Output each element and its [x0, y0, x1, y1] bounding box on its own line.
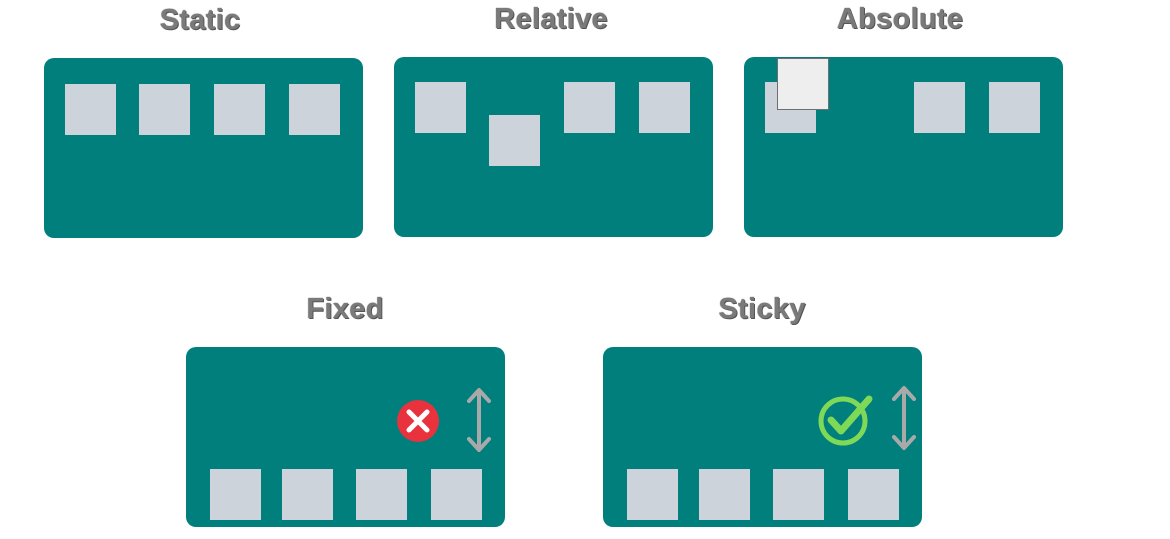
- box-1: [65, 84, 116, 135]
- panel-absolute: [744, 57, 1063, 237]
- box-3: [564, 82, 615, 133]
- panel-fixed: [186, 347, 505, 527]
- box-3: [214, 84, 265, 135]
- title-absolute: Absolute: [836, 3, 964, 35]
- box-absolute-positioned: [777, 58, 829, 110]
- title-static: Static: [159, 4, 241, 36]
- panel-relative: [394, 57, 713, 237]
- panel-sticky: [603, 347, 922, 527]
- title-sticky: Sticky: [718, 293, 806, 325]
- box-2: [699, 469, 750, 520]
- box-3: [773, 469, 824, 520]
- box-2: [282, 469, 333, 520]
- box-2: [139, 84, 190, 135]
- close-icon: [397, 400, 439, 442]
- panel-static: [44, 58, 363, 238]
- box-4: [848, 469, 899, 520]
- box-4: [639, 82, 690, 133]
- box-2-offset: [489, 115, 540, 166]
- box-1: [627, 469, 678, 520]
- box-3: [914, 82, 965, 133]
- box-4: [431, 469, 482, 520]
- title-fixed: Fixed: [306, 293, 384, 325]
- box-4: [989, 82, 1040, 133]
- box-4: [289, 84, 340, 135]
- vertical-arrows-icon: [892, 386, 916, 450]
- check-icon: [818, 395, 873, 446]
- title-relative: Relative: [494, 3, 608, 35]
- box-1: [415, 82, 466, 133]
- box-1: [210, 469, 261, 520]
- vertical-arrows-icon: [467, 388, 491, 452]
- box-3: [356, 469, 407, 520]
